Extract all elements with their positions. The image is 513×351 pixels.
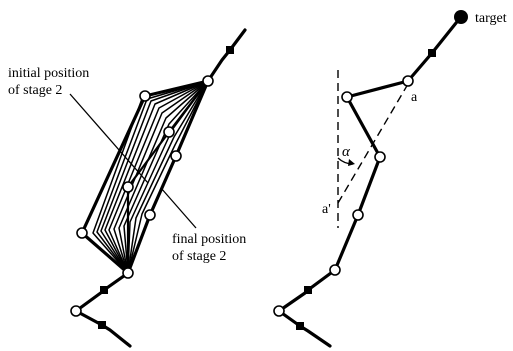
joint-marker — [402, 75, 414, 87]
point-a-prime-label: a' — [322, 202, 331, 217]
joint-marker — [144, 209, 156, 221]
square-marker — [304, 286, 312, 294]
joint-marker — [70, 305, 82, 317]
joint-marker — [122, 267, 134, 279]
final-position-label-line1: final position — [172, 232, 246, 247]
left-panel: initial position of stage 2 final positi… — [8, 28, 247, 348]
alpha-arrowhead — [348, 159, 355, 166]
right-arm-chain — [277, 16, 462, 348]
joint-marker — [374, 151, 386, 163]
target-dot — [454, 10, 468, 24]
final-position-label-line2: of stage 2 — [172, 249, 226, 264]
joint-marker — [329, 264, 341, 276]
square-marker — [296, 322, 304, 330]
joint-marker — [139, 90, 151, 102]
stage2-initial-position — [80, 79, 209, 275]
square-marker — [100, 286, 108, 294]
joint-marker — [122, 181, 134, 193]
stage2-final-position — [126, 80, 210, 274]
joint-marker — [163, 126, 175, 138]
right-panel: target a a' α — [273, 10, 507, 348]
joint-marker — [273, 305, 285, 317]
joint-marker — [76, 227, 88, 239]
joint-marker — [341, 91, 353, 103]
left-square-markers — [98, 46, 234, 329]
right-joints — [273, 75, 414, 317]
target-label: target — [475, 11, 507, 26]
stage2-mid-position — [126, 80, 209, 273]
initial-position-label-line2: of stage 2 — [8, 83, 62, 98]
square-marker — [98, 321, 106, 329]
initial-position-pointer — [69, 93, 149, 184]
left-joints — [70, 75, 214, 317]
final-position-pointer — [160, 187, 197, 229]
square-marker — [226, 46, 234, 54]
point-a-label: a — [411, 90, 418, 105]
joint-marker — [202, 75, 214, 87]
alpha-label: α — [342, 144, 351, 160]
initial-position-label-line1: initial position — [8, 66, 89, 81]
right-square-markers — [296, 49, 436, 330]
joint-marker — [170, 150, 182, 162]
joint-marker — [352, 209, 364, 221]
square-marker — [428, 49, 436, 57]
